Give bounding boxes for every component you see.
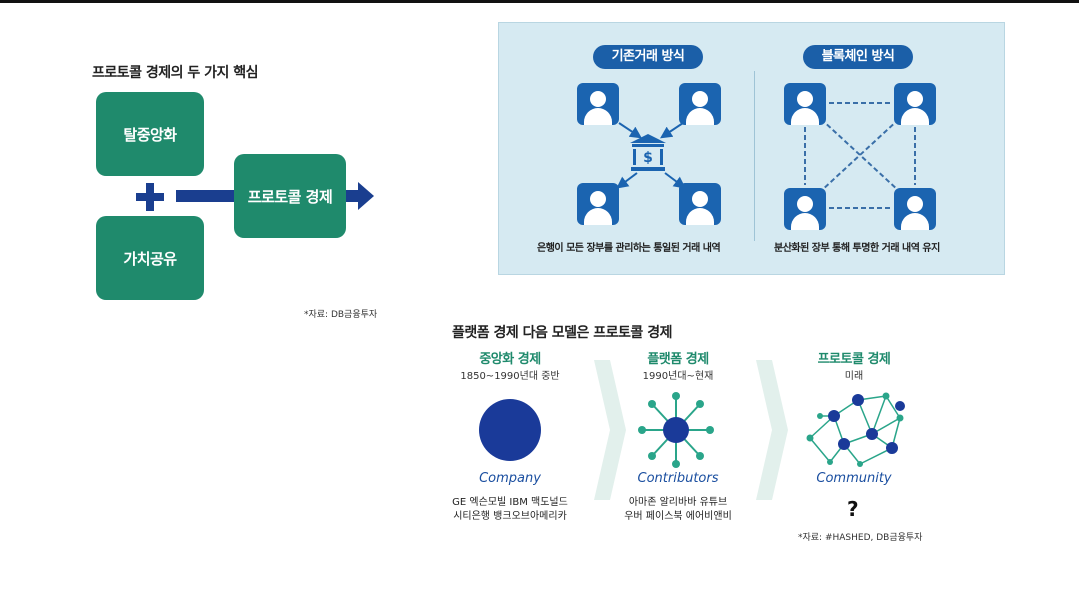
platform-examples-1: 아마존 알리바바 유튜브 [628,497,728,508]
bottom-source: *자료: #HASHED, DB금융투자 [798,533,923,543]
protocol-period: 미래 [844,371,864,382]
left-title: 프로토콜 경제의 두 가지 핵심 [92,65,259,81]
arrow-right-icon [358,182,374,210]
protocol-economy-label: 프로토콜 경제 [247,187,333,206]
user-icon [577,83,619,125]
centralized-heading: 중앙화 경제 [479,352,541,367]
traditional-pill: 기존거래 방식 [593,45,703,69]
bank-icon: $ [630,134,666,171]
blockchain-pill: 블록체인 방식 [803,45,913,69]
node-user-icon [784,188,826,230]
protocol-heading: 프로토콜 경제 [817,352,891,367]
platform-period: 1990년대~현재 [642,371,714,382]
arrow-shaft [176,190,236,202]
value-sharing-box: 가치공유 [96,216,204,300]
plus-icon [136,183,164,211]
user-icon [679,83,721,125]
centralized-period: 1850~1990년대 중반 [460,371,560,382]
platform-examples-2: 우버 페이스북 에어비앤비 [624,511,732,522]
user-icon [679,183,721,225]
chevron-right-icon [756,360,788,500]
decentralization-box: 탈중앙화 [96,92,204,176]
blockchain-links [804,102,916,209]
left-source: *자료: DB금융투자 [304,310,378,320]
platform-network-icon [638,392,714,468]
top-border [0,0,1079,3]
platform-heading: 플랫폼 경제 [647,352,709,367]
node-user-icon [784,83,826,125]
community-label: Community [816,471,892,486]
decentralization-label: 탈중앙화 [123,125,177,144]
evolution-title: 플랫폼 경제 다음 모델은 프로토콜 경제 [452,325,672,341]
user-icon [577,183,619,225]
centralized-examples-2: 시티은행 뱅크오브아메리카 [453,511,567,522]
unknown-mark: ? [847,497,859,521]
contributors-label: Contributors [637,471,719,486]
community-network-icon [806,392,905,467]
panel-divider [754,71,755,241]
node-user-icon [894,83,936,125]
traditional-caption: 은행이 모든 장부를 관리하는 통일된 거래 내역 [537,243,721,254]
bank-symbol: $ [643,150,653,166]
company-label: Company [479,471,541,486]
arrow-shaft-end [346,190,360,202]
transaction-comparison-panel: 기존거래 방식 블록체인 방식 $ [498,22,1005,275]
chevron-right-icon [594,360,626,500]
value-sharing-label: 가치공유 [123,249,177,268]
blockchain-caption: 분산화된 장부 통해 투명한 거래 내역 유지 [774,243,940,254]
protocol-economy-box: 프로토콜 경제 [234,154,346,238]
traditional-arrows [616,122,686,189]
node-user-icon [894,188,936,230]
company-node-icon [479,399,541,461]
centralized-examples-1: GE 엑슨모빌 IBM 맥도널드 [452,497,568,508]
